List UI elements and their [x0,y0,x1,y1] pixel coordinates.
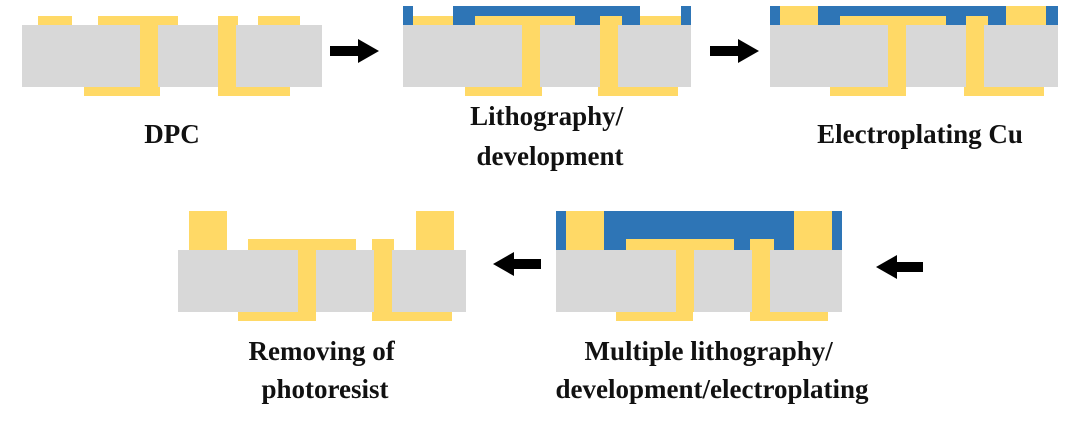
step-lithography-cross-section [403,6,691,96]
copper-bottom-pad [750,312,828,321]
label-electroplating: Electroplating Cu [817,119,1023,149]
arrow-multiple-to-removing [493,252,541,276]
copper-bottom-pad [238,312,316,321]
copper-plated-pad [1006,6,1046,25]
copper-bottom-pad [964,87,1044,96]
substrate [556,250,842,312]
arrow-lithography-to-electroplating [710,39,759,63]
photoresist [1046,6,1058,25]
copper-plated-pad [189,211,227,250]
copper-top-pad [258,16,300,25]
copper-via [966,25,984,87]
copper-via [522,25,540,87]
photoresist [556,211,566,250]
copper-via [600,25,618,87]
step-dpc-cross-section [22,16,322,96]
copper-bottom-pad [372,312,452,321]
copper-top-pad [640,16,681,25]
copper-plated-pad [780,6,818,25]
substrate [22,25,322,87]
copper-top-pad [966,16,988,25]
copper-bottom-pad [218,87,290,96]
copper-plated-pad [416,211,454,250]
step-removing-cross-section [178,211,466,321]
copper-via [140,25,158,87]
copper-bottom-pad [465,87,542,96]
label-removing: Removing of photoresist [249,336,402,404]
copper-top-pad [626,239,734,250]
copper-top-pad [750,239,774,250]
copper-via [374,250,392,312]
copper-top-pad [218,16,238,25]
copper-bottom-pad [830,87,906,96]
substrate [403,25,691,87]
copper-top-pad [372,239,394,250]
label-dpc: DPC [144,119,200,149]
copper-via [298,250,316,312]
copper-top-pad [475,16,575,25]
label-multiple-line-1: Multiple lithography/ [584,336,833,366]
copper-via [752,250,770,312]
copper-bottom-pad [598,87,678,96]
label-lithography-line-2: development [477,141,624,171]
copper-top-pad [840,16,946,25]
photoresist [770,6,780,25]
copper-top-pad [600,16,622,25]
photoresist [681,6,691,25]
copper-top-pad [38,16,72,25]
copper-top-pad [413,16,453,25]
label-multiple: Multiple lithography/ development/electr… [556,336,869,404]
copper-bottom-pad [616,312,693,321]
copper-via [888,25,906,87]
label-lithography: Lithography/ development [470,101,630,171]
copper-top-pad [98,16,178,25]
copper-bottom-pad [84,87,160,96]
copper-via [676,250,694,312]
label-lithography-line-1: Lithography/ [470,101,624,131]
copper-plated-pad [794,211,832,250]
label-removing-line-2: photoresist [261,374,388,404]
substrate [770,25,1058,87]
photoresist [832,211,842,250]
label-dpc-line-1: DPC [144,119,200,149]
photoresist [403,6,413,25]
label-removing-line-1: Removing of [249,336,396,366]
copper-via [218,25,236,87]
copper-plated-pad [566,211,604,250]
step-electroplating-cross-section [770,6,1058,96]
label-multiple-line-2: development/electroplating [556,374,869,404]
step-multiple-cross-section [556,211,842,321]
arrow-electroplating-to-multiple [876,255,923,279]
substrate [178,250,466,312]
label-electroplating-line-1: Electroplating Cu [817,119,1023,149]
arrow-dpc-to-lithography [330,39,379,63]
copper-top-pad [248,239,356,250]
